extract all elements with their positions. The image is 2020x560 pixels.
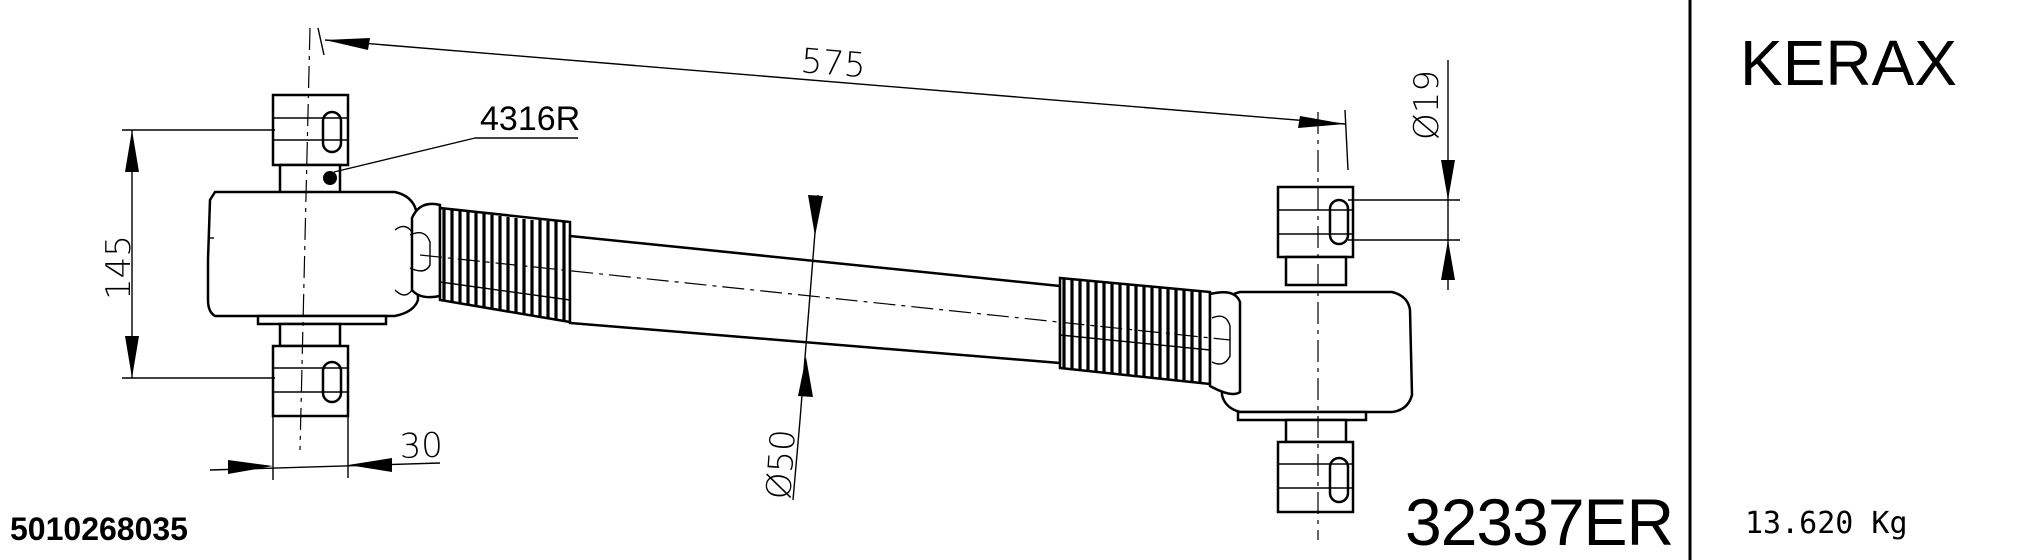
component-label: 4316R	[480, 100, 580, 138]
dimension-bolt-diameter: Ø19	[1348, 60, 1460, 290]
right-boot-ribs	[1059, 279, 1211, 383]
dimension-tube-diameter: Ø50	[759, 194, 823, 501]
component-callout: 4316R	[333, 100, 580, 173]
part-number: 32337ER	[1405, 485, 1673, 559]
tube-diameter-value: Ø50	[759, 428, 804, 501]
offset-value: 30	[399, 426, 444, 467]
left-bushing	[206, 93, 420, 418]
left-eye-axis	[299, 27, 311, 451]
dimension-height: 145	[99, 129, 275, 379]
weight-value: 13.620 Kg	[1745, 506, 1908, 541]
reference-code: 5010268035	[10, 511, 188, 547]
length-value: 575	[799, 41, 867, 86]
right-bushing	[1218, 185, 1414, 514]
height-value: 145	[99, 235, 139, 300]
bolt-diameter-value: Ø19	[1407, 70, 1447, 140]
brand-name: KERAX	[1740, 27, 1957, 99]
left-boot-ribs	[439, 209, 571, 321]
dimension-length: 575	[317, 27, 1349, 171]
dimension-offset: 30	[209, 416, 444, 480]
